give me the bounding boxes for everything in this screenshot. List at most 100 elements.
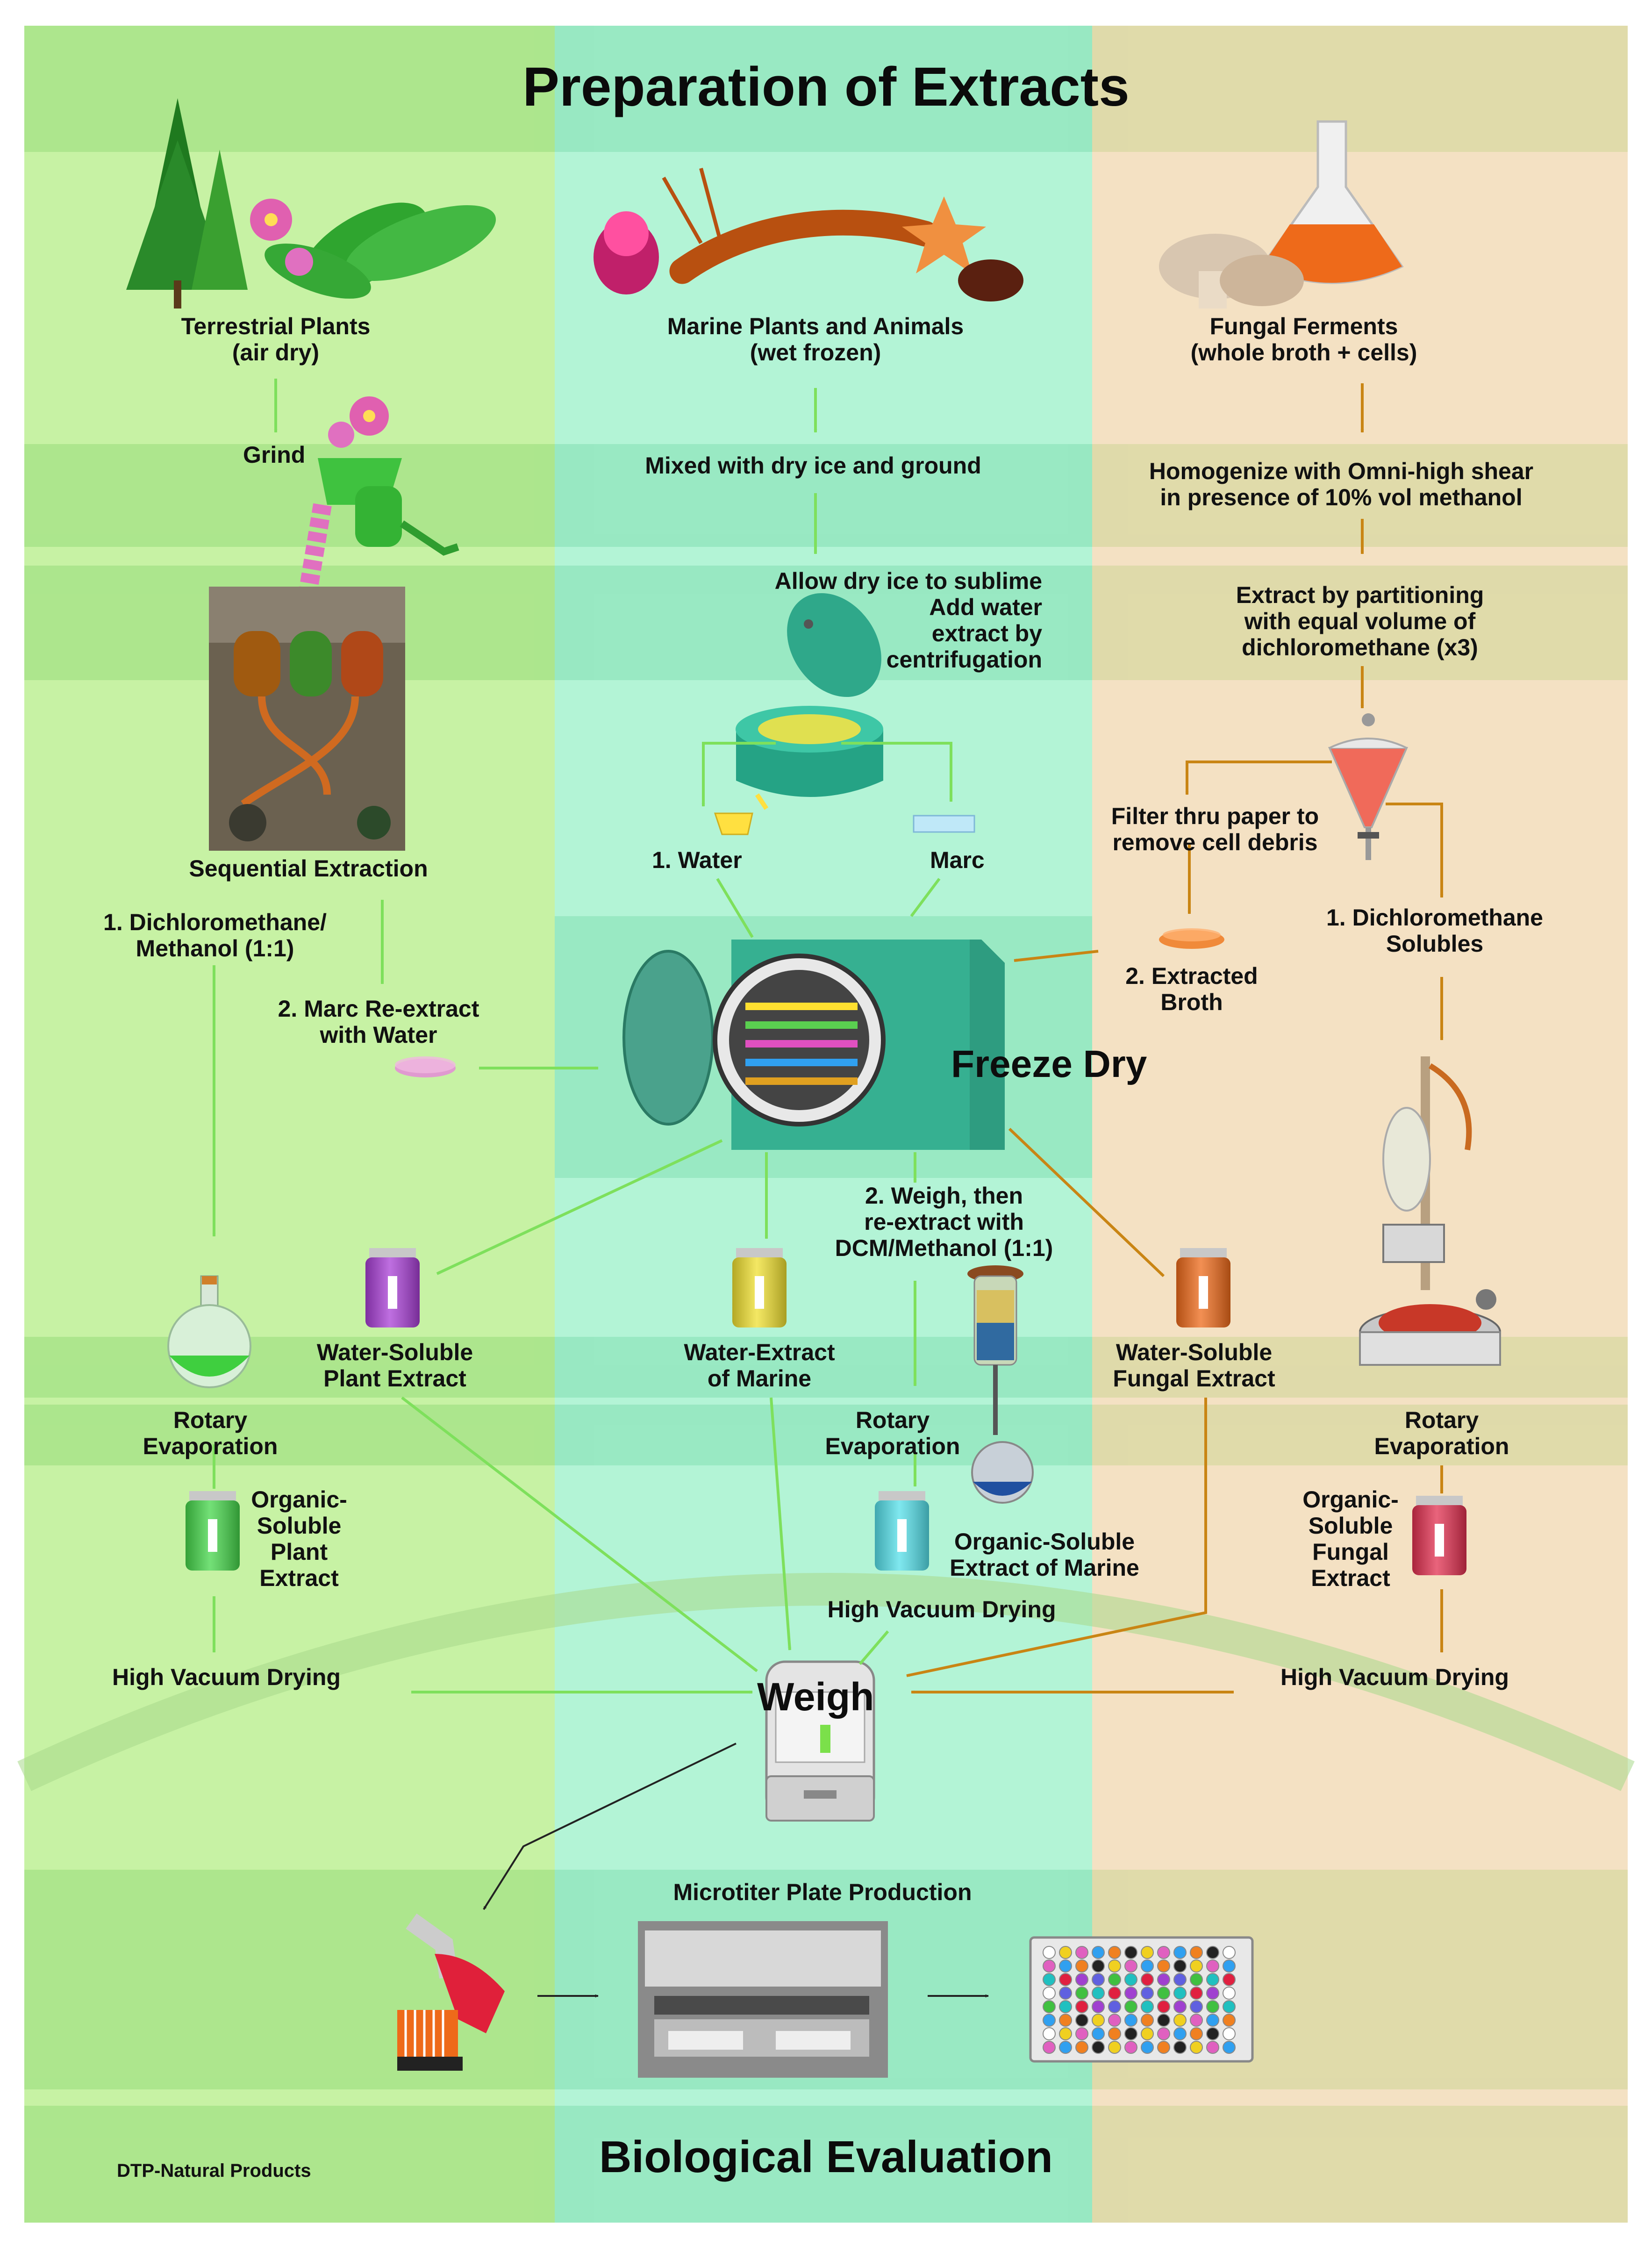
plate-well (1108, 2041, 1121, 2053)
plate-machine-photo (638, 1921, 888, 2078)
plate-well (1043, 1973, 1055, 1986)
plate-well (1125, 2001, 1137, 2013)
homogenize-label: Homogenize with Omni-high shear in prese… (1089, 458, 1594, 510)
plate-well (1125, 2028, 1137, 2040)
plate-well (1043, 1946, 1055, 1959)
plate-well (1141, 1973, 1153, 1986)
plate-well (1207, 1946, 1219, 1959)
plate-well (1223, 2041, 1235, 2053)
plate-well (1190, 1946, 1202, 1959)
plate-well (1059, 1946, 1072, 1959)
water-label: 1. Water (652, 847, 742, 873)
plate-well (1223, 2014, 1235, 2026)
plate-well (1223, 2028, 1235, 2040)
partition-label: Extract by partitioning with equal volum… (1178, 582, 1542, 660)
dcm-solubles-label: 1. Dichloromethane Solubles (1285, 904, 1584, 957)
plate-well (1092, 2001, 1104, 2013)
plate-well (1076, 1973, 1088, 1986)
fungal-organic-soluble-label: Organic- Soluble Fungal Extract (1276, 1486, 1425, 1591)
plate-well (1141, 1987, 1153, 1999)
plate-well (1076, 1987, 1088, 1999)
plate-well (1043, 2014, 1055, 2026)
plate-well (1092, 1960, 1104, 1972)
fungal-high-vacuum-label: High Vacuum Drying (1280, 1664, 1509, 1690)
plate-well (1076, 2028, 1088, 2040)
plate-well (1190, 2014, 1202, 2026)
plate-well (1158, 2001, 1170, 2013)
plate-well (1223, 1987, 1235, 1999)
plate-well (1174, 1946, 1186, 1959)
plate-well (1190, 2041, 1202, 2053)
plate-well (1059, 1987, 1072, 1999)
plants-source-label: Terrestrial Plants (air dry) (140, 313, 411, 366)
plate-well (1174, 1973, 1186, 1986)
plant-organic-soluble-label: Organic- Soluble Plant Extract (224, 1486, 374, 1591)
plate-well (1059, 2028, 1072, 2040)
mixed-dry-ice-label: Mixed with dry ice and ground (603, 452, 1023, 479)
plate-well (1207, 1987, 1219, 1999)
water-extract-marine-label: Water-Extract of Marine (650, 1339, 869, 1392)
plate-well (1158, 1987, 1170, 1999)
plate-well (1223, 2001, 1235, 2013)
plate-well (1125, 1973, 1137, 1986)
plate-well (1207, 1960, 1219, 1972)
plate-well (1223, 1946, 1235, 1959)
plate-well (1059, 2001, 1072, 2013)
marc-reextract-label: 2. Marc Re-extract with Water (234, 996, 523, 1048)
plate-well (1190, 1960, 1202, 1972)
plate-well (1158, 2014, 1170, 2026)
broth-dish-icon (1159, 928, 1224, 949)
plate-well (1190, 1987, 1202, 1999)
plate-well (1223, 1960, 1235, 1972)
plate-well (1043, 2041, 1055, 2053)
plant-rotary-label: Rotary Evaporation (98, 1407, 322, 1459)
plate-well (1076, 2001, 1088, 2013)
plate-well (1108, 1960, 1121, 1972)
plate-well (1092, 1973, 1104, 1986)
plate-well (1059, 2014, 1072, 2026)
marine-rotary-label: Rotary Evaporation (790, 1407, 995, 1459)
freeze-dry-label: Freeze Dry (951, 1042, 1147, 1086)
marine-organic-soluble-label: Organic-Soluble Extract of Marine (918, 1528, 1171, 1581)
plate-well (1158, 1960, 1170, 1972)
plate-well (1125, 1987, 1137, 1999)
plate-well (1076, 2041, 1088, 2053)
jar-yellow-icon (732, 1248, 787, 1327)
grind-label: Grind (243, 442, 305, 468)
plate-well (1108, 2028, 1121, 2040)
jar-purple-icon (365, 1248, 420, 1327)
page-title: Preparation of Extracts (0, 55, 1652, 119)
plate-well (1207, 2014, 1219, 2026)
plate-well (1174, 1987, 1186, 1999)
plant-high-vacuum-label: High Vacuum Drying (112, 1664, 341, 1690)
plate-well (1158, 1973, 1170, 1986)
plate-well (1043, 2001, 1055, 2013)
plate-well (1174, 2041, 1186, 2053)
plate-well (1174, 2014, 1186, 2026)
plate-well (1190, 2028, 1202, 2040)
marine-source-label: Marine Plants and Animals (wet frozen) (622, 313, 1009, 366)
sequential-extraction-photo (209, 587, 405, 851)
microtiter-label: Microtiter Plate Production (594, 1879, 1051, 1905)
plate-well (1108, 1987, 1121, 1999)
plate-well (1108, 2014, 1121, 2026)
weigh-label: Weigh (757, 1674, 874, 1720)
marc-tray-icon (914, 816, 974, 832)
plate-well (1092, 2041, 1104, 2053)
plate-well (1190, 1973, 1202, 1986)
plate-well (1043, 2028, 1055, 2040)
filter-label: Filter thru paper to remove cell debris (1084, 803, 1346, 855)
plate-well (1092, 2028, 1104, 2040)
fungal-source-label: Fungal Ferments (whole broth + cells) (1154, 313, 1453, 366)
plate-well (1141, 2041, 1153, 2053)
plate-well (1158, 2041, 1170, 2053)
plate-well (1076, 2014, 1088, 2026)
plate-well (1190, 2001, 1202, 2013)
plate-well (1207, 2028, 1219, 2040)
plate-well (1125, 1960, 1137, 1972)
dcm-methanol-label: 1. Dichloromethane/ Methanol (1:1) (84, 909, 346, 961)
plate-well (1043, 1987, 1055, 1999)
plate-well (1158, 1946, 1170, 1959)
weigh-reextract-label: 2. Weigh, then re-extract with DCM/Metha… (785, 1183, 1103, 1261)
plate-well (1092, 2014, 1104, 2026)
